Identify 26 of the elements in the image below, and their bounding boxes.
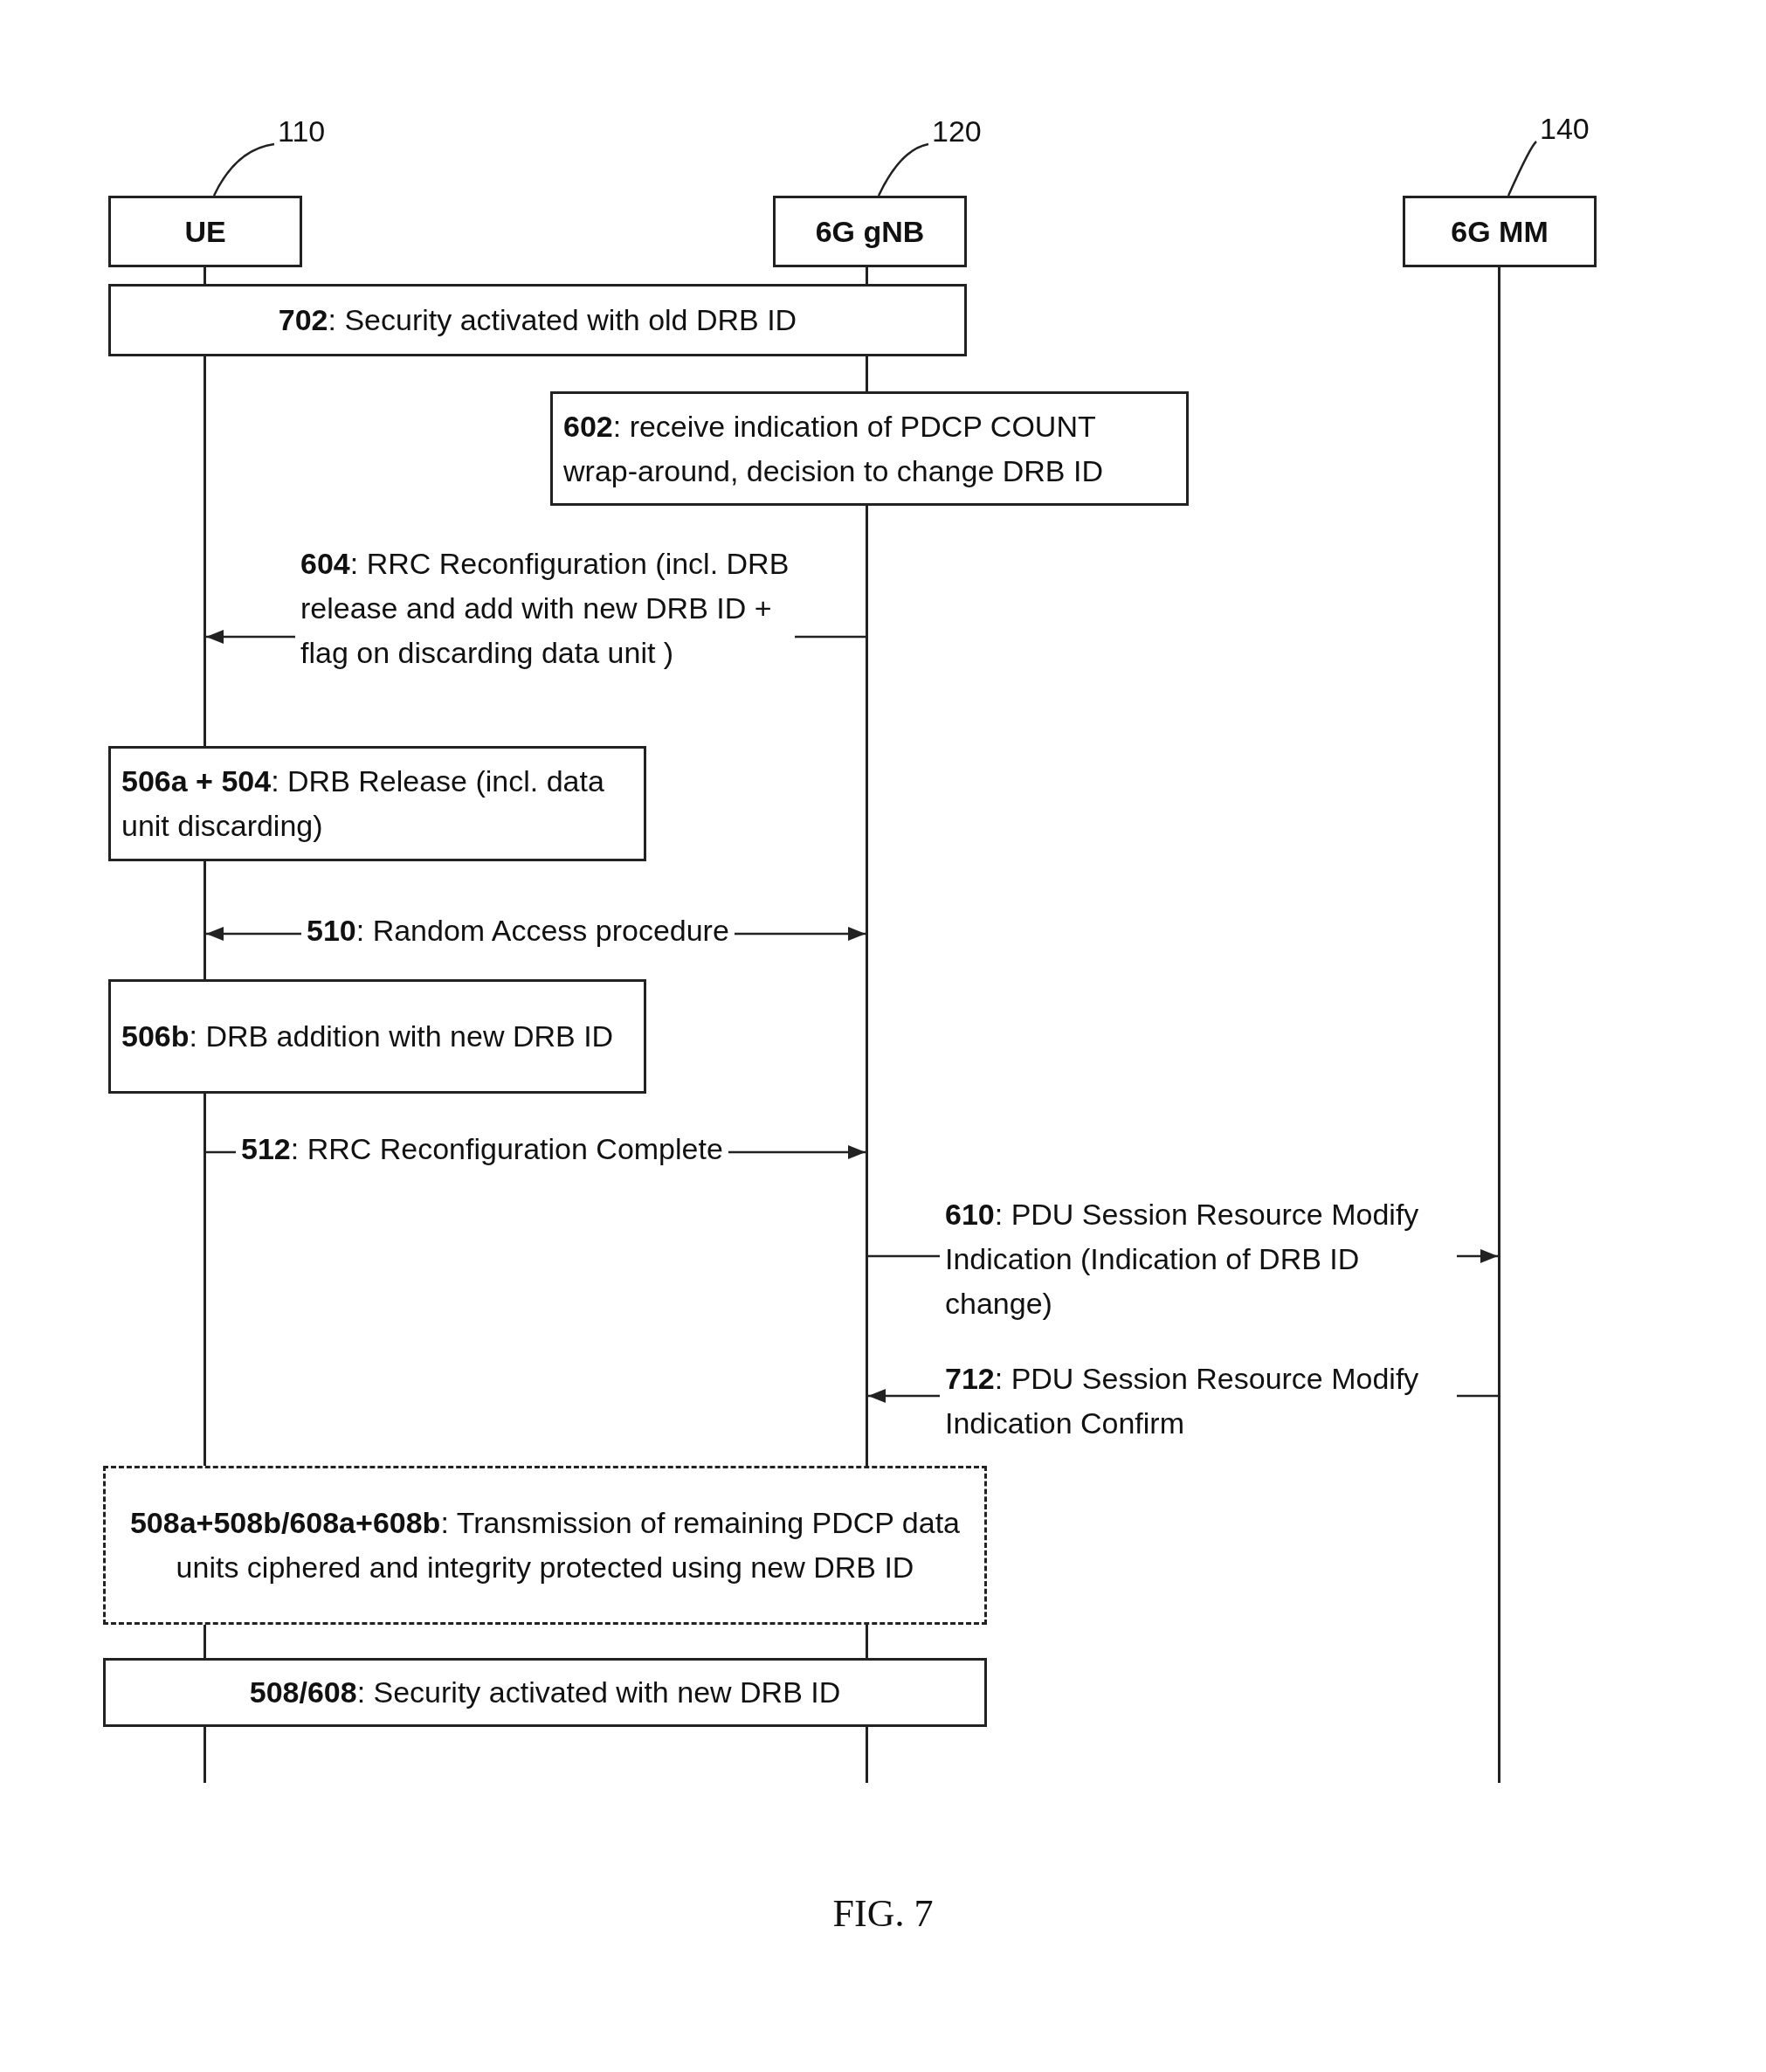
reference-number: 110 (278, 115, 326, 148)
participant-box (773, 196, 967, 267)
process-box (108, 284, 967, 356)
process-box (108, 746, 646, 861)
participant-box (108, 196, 302, 267)
participant-name: 6G MM (1451, 213, 1549, 250)
step-text: 602: receive indication of PDCP COUNT wrap-around, decision to change DRB ID (563, 408, 1104, 489)
participant-name: 6G gNB (815, 213, 925, 250)
reference-number: 140 (1540, 113, 1590, 146)
process-box (103, 1466, 987, 1625)
process-box (103, 1658, 987, 1727)
leader-line (1507, 141, 1537, 197)
figure-caption: FIG. 7 (831, 1891, 935, 1936)
leader-line (877, 142, 929, 197)
participant-box (1403, 196, 1597, 267)
lifeline (1498, 267, 1500, 1783)
process-box (550, 391, 1189, 506)
step-text: 508/608: Security activated with new DRB ID (249, 1675, 841, 1710)
step-text: 702: Security activated with old DRB ID (278, 302, 797, 338)
participant-name: UE (184, 213, 226, 250)
process-box (108, 979, 646, 1094)
step-text: 506b: DRB addition with new DRB ID (121, 1019, 614, 1054)
leader-line (212, 142, 275, 197)
reference-number: 120 (932, 115, 982, 148)
step-text: 506a + 504: DRB Release (incl. data unit discarding) (121, 763, 605, 844)
step-text: 508a+508b/608a+608b: Transmission of remaining PDCP data units ciphered and integrity protected using new DRB ID (128, 1505, 962, 1585)
